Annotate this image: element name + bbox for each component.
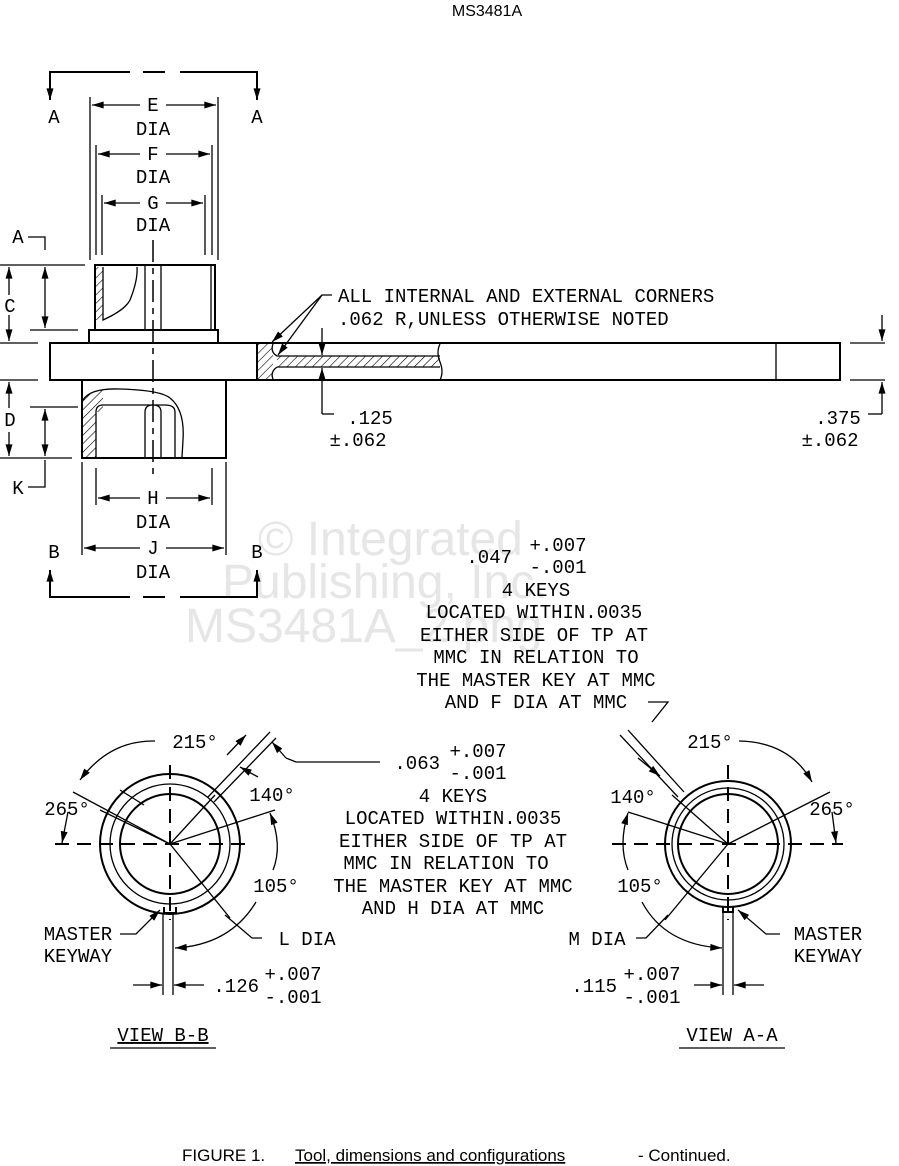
- dim-a-leader: A: [12, 227, 24, 249]
- master-keyway-label: MASTER: [44, 924, 112, 946]
- key-width-tol-plus: +.007: [449, 741, 506, 763]
- dim-d-label: D: [4, 410, 15, 432]
- watermark-line: MS3481A_2.png: [185, 600, 543, 653]
- keys-note-h: .063 +.007 -.001 4 KEYS LOCATED WITHIN.0…: [333, 741, 572, 920]
- thickness-left-tol: ±.062: [329, 430, 386, 452]
- dim-j-dia: DIA: [136, 562, 171, 584]
- key-width-tol-minus: -.001: [449, 763, 506, 785]
- angle-140: 140°: [610, 787, 656, 809]
- note-line: LOCATED WITHIN.0035: [345, 808, 562, 830]
- corner-note-line-1: ALL INTERNAL AND EXTERNAL CORNERS: [338, 286, 714, 308]
- view-title: VIEW B-B: [117, 1025, 208, 1047]
- view-a-a: 215° 265° 140° 105° M DIA MASTER KEYWAY …: [568, 729, 863, 1049]
- note-line: MMC IN RELATION TO: [433, 647, 638, 669]
- caption-suffix: - Continued.: [638, 1146, 731, 1165]
- thickness-right-value: .375: [815, 408, 861, 430]
- m-dia-label: M DIA: [568, 929, 626, 951]
- note-line: EITHER SIDE OF TP AT: [420, 625, 648, 647]
- section-label-b: B: [251, 542, 262, 564]
- thickness-right-tol: ±.062: [801, 430, 858, 452]
- angle-265: 265°: [809, 799, 855, 821]
- key-width-value: .063: [394, 753, 440, 775]
- keyway-width-tol-plus: +.007: [264, 964, 321, 986]
- keyway-width-value: .126: [213, 976, 259, 998]
- corner-note-line-2: .062 R,UNLESS OTHERWISE NOTED: [338, 309, 669, 331]
- watermark-line: © Integrated: [258, 513, 523, 566]
- view-b-b: 215° 265° 140° 105° L DIA MASTER KEYWAY …: [44, 731, 380, 1049]
- note-line: AND F DIA AT MMC: [445, 692, 627, 714]
- master-keyway-label: KEYWAY: [794, 946, 863, 968]
- dim-e-label: E: [147, 95, 158, 117]
- thickness-left-value: .125: [347, 408, 393, 430]
- dim-e-dia: DIA: [136, 119, 171, 141]
- master-keyway-label: MASTER: [794, 924, 862, 946]
- master-keyway-label: KEYWAY: [44, 946, 113, 968]
- watermark-line: Publishing, Inc.: [222, 556, 548, 609]
- side-view: A A E DIA F DIA G DIA: [0, 71, 886, 598]
- angle-105: 105°: [617, 876, 663, 898]
- figure-caption: FIGURE 1. Tool, dimensions and configura…: [182, 1146, 731, 1165]
- dim-g-dia: DIA: [136, 215, 171, 237]
- angle-265: 265°: [44, 799, 90, 821]
- section-label-a: A: [251, 107, 263, 129]
- l-dia-label: L DIA: [278, 929, 336, 951]
- note-line: MMC IN RELATION TO: [343, 853, 548, 875]
- dim-h-dia: DIA: [136, 512, 171, 534]
- keyway-width-tol-minus: -.001: [264, 987, 321, 1009]
- note-line: THE MASTER KEY AT MMC: [333, 876, 572, 898]
- keyway-width-value: .115: [571, 976, 617, 998]
- section-label-a: A: [48, 107, 60, 129]
- note-line: LOCATED WITHIN.0035: [426, 602, 643, 624]
- document-number: MS3481A: [452, 3, 523, 20]
- view-title: VIEW A-A: [686, 1025, 778, 1047]
- watermark: © Integrated Publishing, Inc. MS3481A_2.…: [185, 513, 548, 653]
- note-line: AND H DIA AT MMC: [362, 898, 544, 920]
- key-width-tol-plus: +.007: [529, 535, 586, 557]
- keyway-width-tol-plus: +.007: [623, 964, 680, 986]
- keys-note-f: .047 +.007 -.001 4 KEYS LOCATED WITHIN.0…: [416, 535, 670, 723]
- dim-h-label: H: [147, 488, 158, 510]
- angle-215: 215°: [172, 732, 218, 754]
- note-line: THE MASTER KEY AT MMC: [416, 670, 655, 692]
- section-label-b: B: [48, 542, 59, 564]
- caption-title: Tool, dimensions and configurations: [295, 1146, 565, 1165]
- dim-f-label: F: [147, 144, 158, 166]
- angle-105: 105°: [253, 876, 299, 898]
- note-line: 4 KEYS: [419, 786, 487, 808]
- angle-215: 215°: [687, 732, 733, 754]
- note-line: 4 KEYS: [502, 580, 570, 602]
- keyway-width-tol-minus: -.001: [623, 987, 680, 1009]
- dim-f-dia: DIA: [136, 167, 171, 189]
- note-line: EITHER SIDE OF TP AT: [339, 831, 567, 853]
- dim-c-label: C: [4, 296, 15, 318]
- dim-g-label: G: [147, 193, 158, 215]
- key-width-value: .047: [466, 547, 512, 569]
- key-width-tol-minus: -.001: [529, 557, 586, 579]
- dim-j-label: J: [147, 538, 158, 560]
- angle-140: 140°: [249, 785, 295, 807]
- caption-prefix: FIGURE 1.: [182, 1146, 265, 1165]
- dim-k-leader: K: [12, 478, 24, 500]
